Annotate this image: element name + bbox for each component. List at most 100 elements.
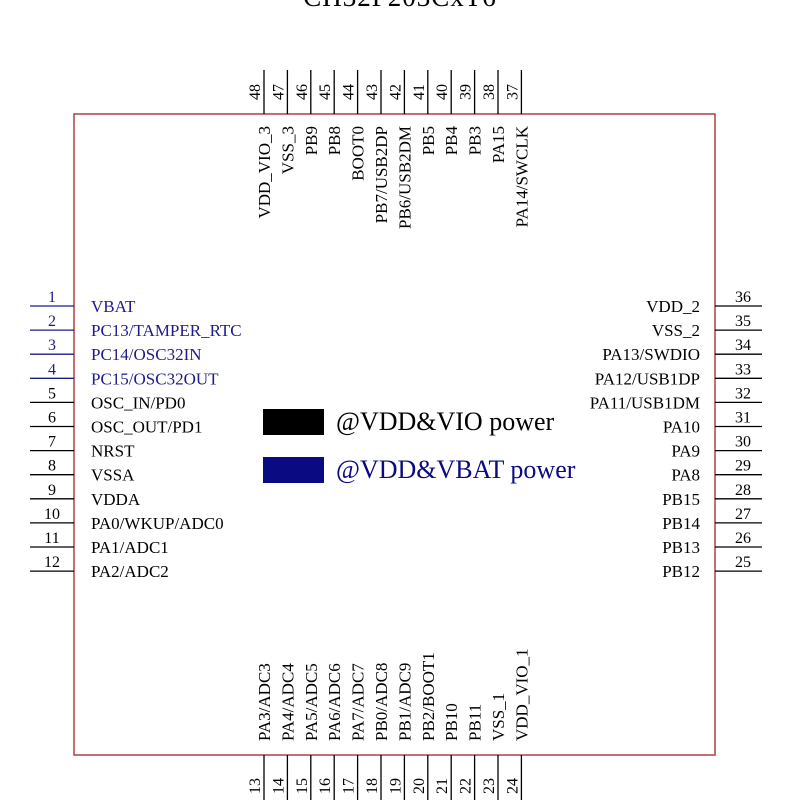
pin-number-right: 35	[735, 313, 751, 330]
pin-number-left: 6	[48, 410, 56, 427]
pin-number-left: 10	[44, 506, 60, 523]
pin-label-right: PA12/USB1DP	[595, 369, 700, 388]
chip-body	[73, 113, 716, 756]
pin-label-top: PB4	[442, 126, 461, 156]
pin-number-left: 11	[44, 530, 59, 547]
pin-label-right: PB13	[662, 538, 700, 557]
pin-label-left: PC13/TAMPER_RTC	[91, 321, 242, 340]
legend: @VDD&VIO power @VDD&VBAT power	[263, 407, 576, 484]
pin-number-right: 27	[735, 506, 751, 523]
pin-label-right: PA10	[663, 418, 700, 437]
pin-label-bottom: PA4/ADC4	[278, 663, 297, 741]
pin-label-left: PA2/ADC2	[91, 562, 169, 581]
pin-label-top: PA14/SWCLK	[512, 125, 531, 227]
pin-label-right: PA8	[671, 466, 700, 485]
pin-number-left: 5	[48, 385, 56, 402]
pin-number-right: 29	[735, 458, 751, 475]
pin-label-right: VSS_2	[652, 321, 700, 340]
pin-label-left: VSSA	[91, 466, 135, 485]
pin-label-bottom: VSS_1	[489, 693, 508, 741]
pin-label-top: VDD_VIO_3	[255, 126, 274, 219]
pin-number-bottom: 19	[387, 778, 404, 794]
pin-label-right: PA11/USB1DM	[590, 393, 700, 412]
pin-label-bottom: PB1/ADC9	[395, 663, 414, 741]
pin-number-left: 9	[48, 482, 56, 499]
legend-swatch	[263, 457, 324, 483]
pin-label-top: PA15	[489, 126, 508, 163]
pin-number-left: 1	[48, 289, 56, 306]
pin-label-right: VDD_2	[646, 297, 700, 316]
pin-label-bottom: PB11	[466, 704, 485, 741]
pin-number-left: 7	[48, 434, 56, 451]
pin-label-bottom: PA5/ADC5	[302, 663, 321, 741]
pin-label-left: OSC_OUT/PD1	[91, 418, 202, 437]
pin-number-right: 32	[735, 385, 751, 402]
pin-label-top: PB5	[419, 126, 438, 155]
pin-number-top: 46	[294, 84, 311, 100]
pin-number-right: 30	[735, 434, 751, 451]
pin-number-bottom: 20	[411, 778, 428, 794]
pin-number-bottom: 24	[504, 778, 521, 794]
pin-number-top: 48	[247, 84, 264, 100]
pin-label-left: VBAT	[91, 297, 136, 316]
pin-label-left: OSC_IN/PD0	[91, 393, 185, 412]
pin-label-left: VDDA	[91, 490, 141, 509]
legend-swatch	[263, 409, 324, 435]
pin-number-right: 28	[735, 482, 751, 499]
pin-number-top: 41	[411, 84, 428, 100]
pin-number-bottom: 14	[270, 778, 287, 794]
pin-label-bottom: PB0/ADC8	[372, 663, 391, 741]
pin-number-left: 4	[48, 361, 56, 378]
pin-label-bottom: VDD_VIO_1	[512, 648, 531, 741]
pin-number-bottom: 21	[434, 778, 451, 794]
pin-number-bottom: 13	[247, 778, 264, 794]
pin-label-bottom: PA6/ADC6	[325, 663, 344, 741]
pin-number-left: 12	[44, 554, 60, 571]
pin-number-bottom: 15	[294, 778, 311, 794]
pin-label-top: PB8	[325, 126, 344, 155]
pin-number-right: 33	[735, 361, 751, 378]
pin-label-top: PB9	[302, 126, 321, 155]
pin-label-right: PA9	[671, 442, 700, 461]
pin-number-bottom: 16	[317, 778, 334, 794]
pin-label-bottom: PA7/ADC7	[349, 663, 368, 741]
pin-number-left: 2	[48, 313, 56, 330]
pin-label-bottom: PA3/ADC3	[255, 663, 274, 741]
chip-title: CH32F203CxT6	[0, 0, 800, 13]
pin-number-top: 40	[434, 84, 451, 100]
pin-label-right: PB14	[662, 514, 700, 533]
pin-number-top: 42	[387, 84, 404, 100]
pin-number-top: 45	[317, 84, 334, 100]
pin-number-right: 26	[735, 530, 751, 547]
pin-number-top: 37	[504, 84, 521, 100]
pin-number-left: 3	[48, 337, 56, 354]
pin-number-left: 8	[48, 458, 56, 475]
pin-label-left: NRST	[91, 442, 135, 461]
pin-number-bottom: 23	[481, 778, 498, 794]
pin-number-top: 47	[270, 84, 287, 100]
pin-number-right: 25	[735, 554, 751, 571]
pin-number-top: 39	[458, 84, 475, 100]
pin-number-bottom: 17	[341, 778, 358, 794]
legend-label: @VDD&VIO power	[336, 407, 555, 436]
pin-number-bottom: 18	[364, 778, 381, 794]
pin-label-top: VSS_3	[278, 126, 297, 174]
pin-number-top: 38	[481, 84, 498, 100]
pin-number-top: 43	[364, 84, 381, 100]
legend-label: @VDD&VBAT power	[336, 455, 576, 484]
pin-label-left: PA1/ADC1	[91, 538, 169, 557]
pin-label-right: PA13/SWDIO	[602, 345, 700, 364]
pin-number-bottom: 22	[458, 778, 475, 794]
pin-label-right: PB12	[662, 562, 700, 581]
pin-label-top: BOOT0	[349, 126, 368, 181]
pin-label-right: PB15	[662, 490, 700, 509]
pin-number-right: 36	[735, 289, 751, 306]
pin-number-top: 44	[341, 84, 358, 100]
pin-label-bottom: PB2/BOOT1	[419, 652, 438, 741]
pin-number-right: 31	[735, 410, 751, 427]
pin-label-left: PC15/OSC32OUT	[91, 369, 219, 388]
pin-label-top: PB3	[466, 126, 485, 155]
pin-label-bottom: PB10	[442, 703, 461, 741]
